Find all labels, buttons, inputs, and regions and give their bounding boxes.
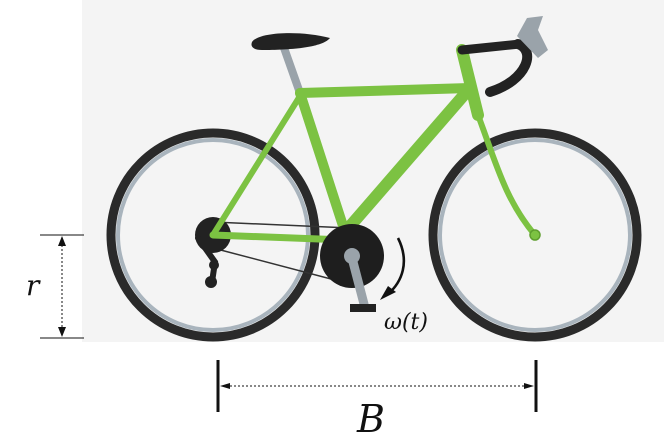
front-wheel — [428, 128, 642, 342]
pedal — [350, 304, 376, 312]
radius-label: r — [26, 269, 41, 302]
angular-speed-label: ω(t) — [384, 310, 428, 335]
crankset — [320, 224, 384, 312]
chain — [212, 221, 351, 285]
bicycle-frame — [209, 44, 538, 244]
rotation-arrow-icon — [380, 237, 406, 300]
handlebar — [457, 16, 548, 97]
wheelbase-label: B — [356, 397, 385, 435]
rear-derailleur — [195, 217, 231, 288]
saddle — [251, 33, 330, 97]
front-hub — [529, 229, 541, 241]
wheelbase-dimension — [216, 360, 538, 412]
illustration-background — [82, 0, 664, 342]
radius-dimension — [40, 234, 84, 339]
